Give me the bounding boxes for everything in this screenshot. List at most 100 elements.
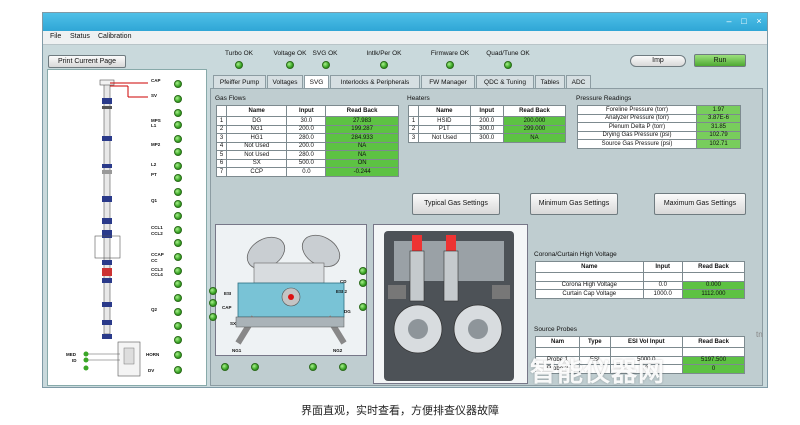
lbl-ccl2: CCL2	[151, 231, 163, 236]
table-row: Plenum Delta P (torr)31.85	[577, 122, 741, 132]
lbl-ccap: CCAP	[151, 252, 164, 257]
lbl-horn: HORN	[146, 352, 160, 357]
lbl-sv: SV	[151, 93, 158, 98]
lbl-ccl3: CCL3	[151, 267, 163, 272]
menu-status[interactable]: Status	[70, 33, 90, 40]
gas-flows-title: Gas Flows	[215, 95, 246, 102]
led-sv	[174, 95, 182, 103]
status-voltage: Voltage OK	[273, 50, 307, 57]
run-button[interactable]: Run	[694, 54, 746, 67]
quad-led	[504, 61, 512, 69]
imp-button[interactable]: Imp	[630, 55, 686, 67]
minimize-icon[interactable]: –	[726, 16, 732, 26]
menu-bar: File Status Calibration	[43, 31, 767, 45]
typical-gas-settings-button[interactable]: Typical Gas Settings	[412, 193, 500, 215]
ion-source-drawing	[216, 225, 366, 355]
lbl-mp2: MP2	[151, 142, 161, 147]
tab-interlocks[interactable]: Interlocks & Peripherals	[330, 75, 420, 88]
watermark-suffix: tn	[756, 330, 763, 339]
intlk-led	[380, 61, 388, 69]
gas-col-input: Input	[286, 105, 327, 117]
led-dg	[359, 303, 367, 311]
led-horn	[174, 351, 182, 359]
title-bar: – □ ×	[43, 13, 767, 31]
lbl-esi: ESI	[224, 291, 232, 296]
table-row: Foreline Pressure (torr)1.97	[577, 105, 741, 115]
gas-col-readback: Read Back	[325, 105, 399, 117]
table-row: Analyzer Pressure (torr)3.87E-6	[577, 113, 741, 123]
turbo-led	[235, 61, 243, 69]
site-watermark: 智能仪器网	[530, 358, 666, 388]
menu-file[interactable]: File	[50, 33, 62, 40]
probe-col-name: Nam	[534, 336, 581, 348]
menu-calibration[interactable]: Calibration	[98, 33, 132, 40]
led-dv	[174, 366, 182, 374]
source-cutaway-drawing	[384, 231, 514, 381]
lbl-dg: DG	[344, 309, 351, 314]
corona-title: Corona/Curtain High Voltage	[534, 251, 617, 258]
gas-col-name: Name	[225, 105, 288, 117]
lbl-dv: DV	[148, 368, 155, 373]
led-ccap	[174, 253, 182, 261]
lbl-l2: L2	[151, 162, 157, 167]
ion-path-diagram	[83, 79, 148, 377]
heaters-title: Heaters	[407, 95, 430, 102]
lbl-sx: SX	[230, 321, 237, 326]
led-2	[174, 109, 182, 117]
lbl-l1: L1	[151, 123, 157, 128]
image-caption: 界面直观，实时查看，方便排查仪器故障	[301, 404, 499, 417]
table-row: Source Gas Pressure (psi)102.71	[577, 139, 741, 149]
led-7	[174, 188, 182, 196]
pressure-table: Foreline Pressure (torr)1.97 Analyzer Pr…	[577, 105, 741, 149]
tab-voltages[interactable]: Voltages	[267, 75, 303, 88]
lbl-cd: CD	[340, 279, 347, 284]
heater-col-name: Name	[418, 105, 471, 117]
probe-col-readback: Read Back	[682, 336, 745, 348]
corona-col-input: Input	[642, 261, 683, 273]
lbl-q1: Q1	[151, 198, 158, 203]
table-row: Drying Gas Pressure (psi)102.79	[577, 130, 741, 140]
led-ng2a	[309, 363, 317, 371]
lbl-mps: MPS	[151, 118, 161, 123]
probe-col-input: ESI Vol Input	[609, 336, 684, 348]
led-mp2	[174, 148, 182, 156]
led-ng1b	[251, 363, 259, 371]
ion-path-panel: CAP SV MPS L1 MP2 L2 PT Q1 CCL1 CCL2 CCA…	[47, 69, 207, 386]
maximum-gas-settings-button[interactable]: Maximum Gas Settings	[654, 193, 746, 215]
tab-pfeiffer-pump[interactable]: Pfeiffer Pump	[213, 75, 266, 88]
tab-svg[interactable]: SVG	[304, 75, 329, 89]
tab-qdc-tuning[interactable]: QDC & Tuning	[476, 75, 534, 88]
lbl-cc: CC	[151, 258, 158, 263]
tab-adc[interactable]: ADC	[566, 75, 591, 88]
led-cap	[174, 80, 182, 88]
app-window: – □ × File Status Calibration Print Curr…	[42, 12, 768, 388]
print-current-page-button[interactable]: Print Current Page	[48, 55, 126, 68]
led-q2	[174, 308, 182, 316]
tab-tables[interactable]: Tables	[535, 75, 565, 88]
close-icon[interactable]: ×	[756, 16, 762, 26]
lbl-ng2: NG2	[333, 348, 343, 353]
lbl-esi2: ESI 2	[336, 289, 348, 294]
status-turbo: Turbo OK	[225, 50, 253, 57]
led-esi	[209, 287, 217, 295]
minimum-gas-settings-button[interactable]: Minimum Gas Settings	[530, 193, 618, 215]
led-pt	[174, 174, 182, 182]
tab-fw-manager[interactable]: FW Manager	[421, 75, 475, 88]
corona-col-name: Name	[535, 261, 644, 273]
maximize-icon[interactable]: □	[741, 16, 747, 26]
led-esi2	[359, 279, 367, 287]
probe-col-type: Type	[579, 336, 611, 348]
